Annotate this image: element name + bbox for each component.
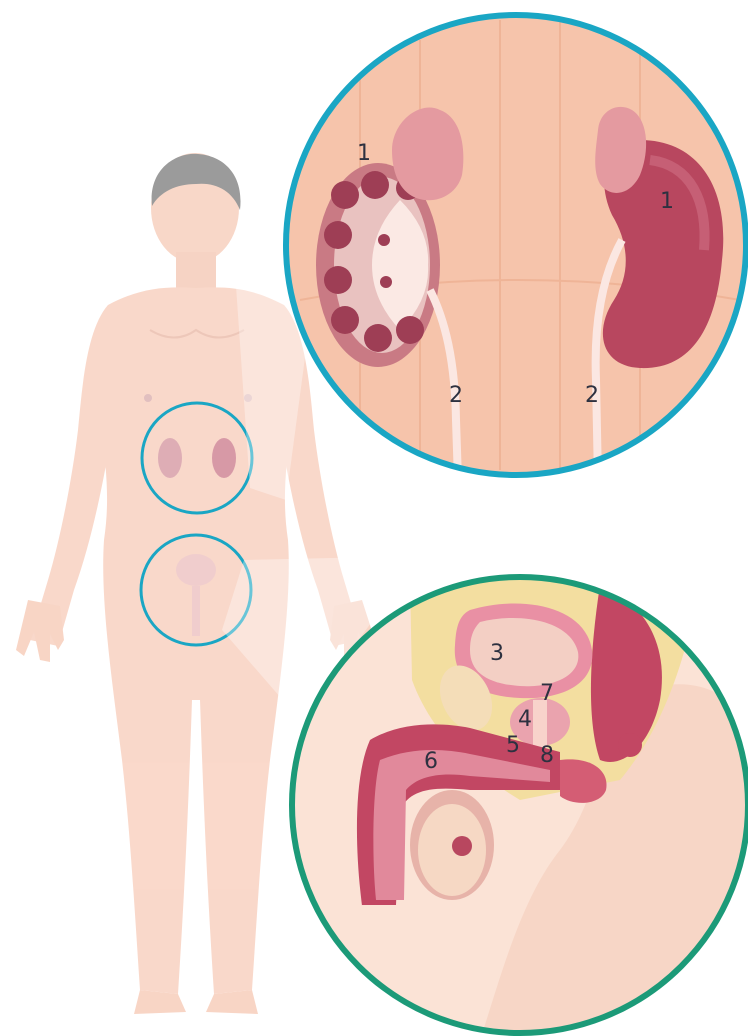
- label-right-kidney: 1: [660, 189, 674, 214]
- label-sphincter: 8: [540, 743, 554, 768]
- label-left-kidney: 1: [357, 141, 371, 166]
- label-prostate: 4: [518, 707, 532, 732]
- label-left-ureter: 2: [449, 383, 463, 408]
- label-penis: 6: [424, 749, 438, 774]
- label-urethra: 5: [506, 733, 520, 758]
- left-adrenal-gland: [392, 108, 463, 201]
- label-right-ureter: 2: [585, 383, 599, 408]
- label-bladder: 3: [490, 641, 504, 666]
- label-seminal: 7: [540, 681, 554, 706]
